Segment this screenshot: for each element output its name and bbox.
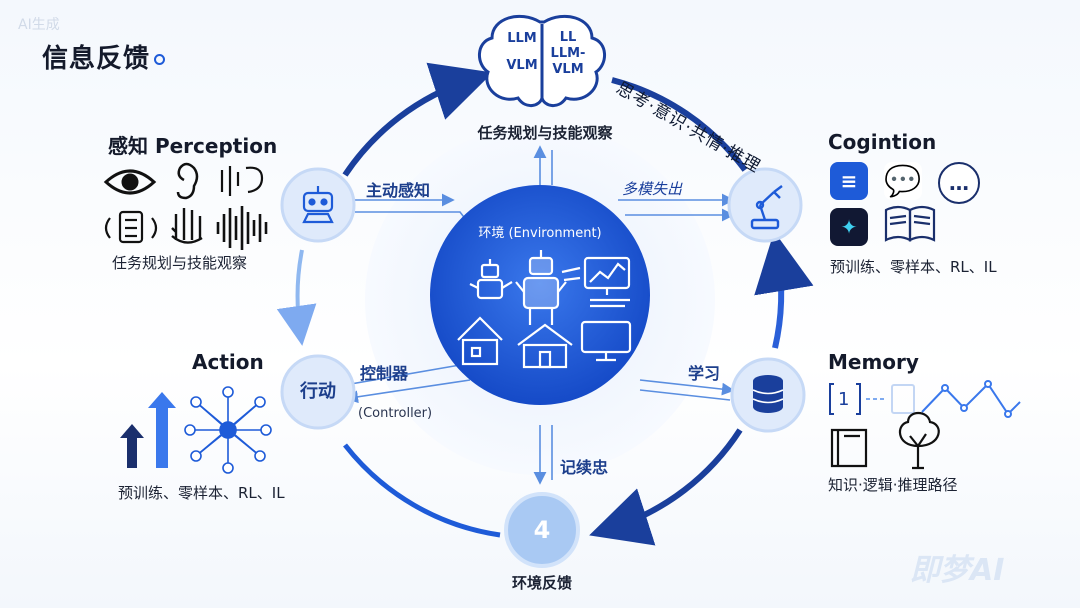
robot-icon bbox=[302, 186, 334, 224]
memory-node bbox=[730, 357, 806, 433]
arc-perception-to-brain bbox=[342, 62, 493, 177]
ai-sparkle-icon: ✦ bbox=[830, 208, 868, 246]
brain-label: 任务规划与技能观察 bbox=[477, 124, 613, 142]
speech-icon bbox=[220, 166, 264, 196]
environment-title: 环境 (Environment) bbox=[478, 226, 602, 241]
watermark-bottom-right: 即梦AI bbox=[910, 553, 1005, 588]
page-title: 信息反馈 bbox=[42, 38, 166, 75]
arc-brain-to-cognition bbox=[611, 77, 748, 172]
feedback-node bbox=[504, 492, 580, 568]
arrow-up-icon bbox=[120, 392, 176, 468]
sequence-number: 1 bbox=[838, 389, 850, 410]
memory-caption: 知识·逻辑·推理路径 bbox=[828, 476, 958, 494]
feedback-node-label: 环境反馈 bbox=[511, 574, 572, 592]
list-app-icon: ≡ bbox=[830, 162, 868, 200]
flow-learning-label: 学习 bbox=[688, 364, 721, 383]
memory-title: Memory bbox=[828, 350, 919, 374]
perception-node bbox=[280, 167, 356, 243]
perception-caption: 任务规划与技能观察 bbox=[112, 254, 248, 272]
sensor-icon bbox=[104, 210, 158, 244]
environment-circle bbox=[430, 185, 650, 405]
environment-illustration bbox=[457, 250, 632, 369]
cognition-title: Cogintion bbox=[828, 130, 937, 154]
database-icon bbox=[752, 375, 784, 413]
waveform-icon bbox=[216, 206, 268, 250]
cognition-caption: 预训练、零样本、RL、IL bbox=[830, 258, 997, 276]
ellipsis-chat-icon: … bbox=[938, 162, 980, 204]
flow-controller-label: 控制器 bbox=[360, 364, 409, 383]
tree-icon bbox=[898, 411, 940, 470]
flow-line-action-1 bbox=[344, 364, 461, 386]
open-book-icon bbox=[884, 205, 936, 242]
flow-line-memory-1 bbox=[639, 379, 735, 396]
action-node-label: 行动 bbox=[300, 381, 336, 402]
flow-multimodal-label: 多模失出 bbox=[622, 180, 683, 198]
hand-icon bbox=[171, 208, 203, 244]
perception-title: 感知 Perception bbox=[108, 134, 278, 158]
ear-icon bbox=[176, 162, 199, 200]
line-trend-icon bbox=[921, 380, 1021, 418]
robot-arm-icon bbox=[750, 185, 783, 230]
arc-memory-to-feedback bbox=[589, 428, 743, 546]
action-caption: 预训练、零样本、RL、IL bbox=[118, 484, 285, 502]
chat-bubble-icon: 💬 bbox=[884, 162, 922, 200]
book-icon bbox=[830, 428, 868, 468]
watermark-top-left: AI生成 bbox=[18, 17, 60, 33]
flow-active-perception-label: 主动感知 bbox=[366, 181, 431, 200]
cognition-node bbox=[727, 167, 803, 243]
arc-perception-to-action bbox=[276, 249, 317, 346]
sequence-icon bbox=[829, 383, 915, 415]
flow-line-action-2 bbox=[345, 379, 471, 404]
brain-right-text: LL LLM- VLM bbox=[550, 30, 586, 77]
flow-line-memory-2 bbox=[639, 389, 731, 401]
flow-controller-en-label: (Controller) bbox=[358, 406, 433, 421]
brain-icon bbox=[478, 14, 606, 107]
feedback-node-number: 4 bbox=[533, 516, 551, 544]
arc-memory-to-cognition bbox=[754, 231, 814, 349]
cognition-app-icons: ≡ 💬 … bbox=[830, 162, 980, 204]
eye-icon bbox=[103, 169, 157, 195]
flow-record-label: 记续忠 bbox=[560, 458, 609, 477]
neural-network-icon bbox=[184, 386, 272, 474]
arc-feedback-to-action bbox=[343, 443, 501, 538]
brain-left-text: LLM VLM bbox=[506, 31, 538, 73]
title-dot-icon bbox=[154, 54, 166, 65]
action-title: Action bbox=[192, 350, 264, 374]
action-node bbox=[280, 354, 356, 430]
